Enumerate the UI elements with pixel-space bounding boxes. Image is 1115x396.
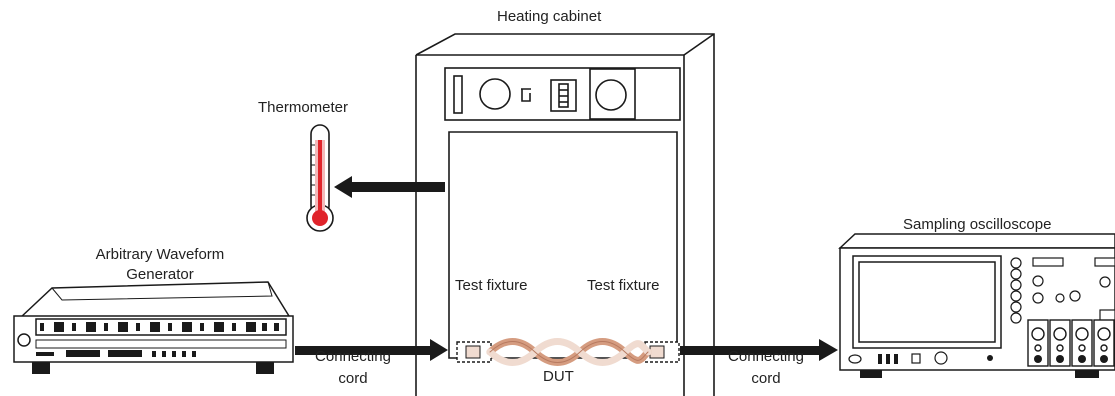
arrow-awg-to-cabinet: [295, 339, 448, 361]
arrow-cabinet-to-oscilloscope: [680, 339, 838, 361]
thermometer-label: Thermometer: [258, 99, 349, 116]
test-fixture-left: [456, 341, 492, 363]
dut-twisted-cable: [486, 338, 652, 366]
cord-left-label-line1: Connecting: [315, 348, 391, 365]
arrow-cabinet-to-thermometer: [334, 176, 445, 198]
oscilloscope-screen: [858, 261, 996, 343]
dut-label: DUT: [543, 368, 574, 385]
sampling-oscilloscope: [838, 233, 1115, 378]
sampling-oscilloscope-label: Sampling oscilloscope: [903, 216, 1052, 233]
arbitrary-waveform-generator: [13, 281, 294, 374]
cord-left-label-line2: cord: [338, 370, 368, 387]
cord-right-label-line2: cord: [751, 370, 781, 387]
test-fixture-right-label: Test fixture: [587, 277, 660, 294]
heating-cabinet: [415, 33, 715, 396]
cabinet-knob-right: [595, 79, 627, 111]
cabinet-chamber: [448, 131, 678, 359]
cabinet-control-panel: [444, 67, 681, 121]
cord-right-label-line1: Connecting: [728, 348, 804, 365]
test-fixture-left-label: Test fixture: [455, 277, 528, 294]
heating-cabinet-label: Heating cabinet: [497, 8, 602, 25]
awg-label-line2: Generator: [126, 266, 194, 283]
cabinet-knob-left: [479, 78, 511, 110]
awg-label-line1: Arbitrary Waveform: [95, 246, 225, 263]
thermometer-icon: [306, 124, 334, 232]
